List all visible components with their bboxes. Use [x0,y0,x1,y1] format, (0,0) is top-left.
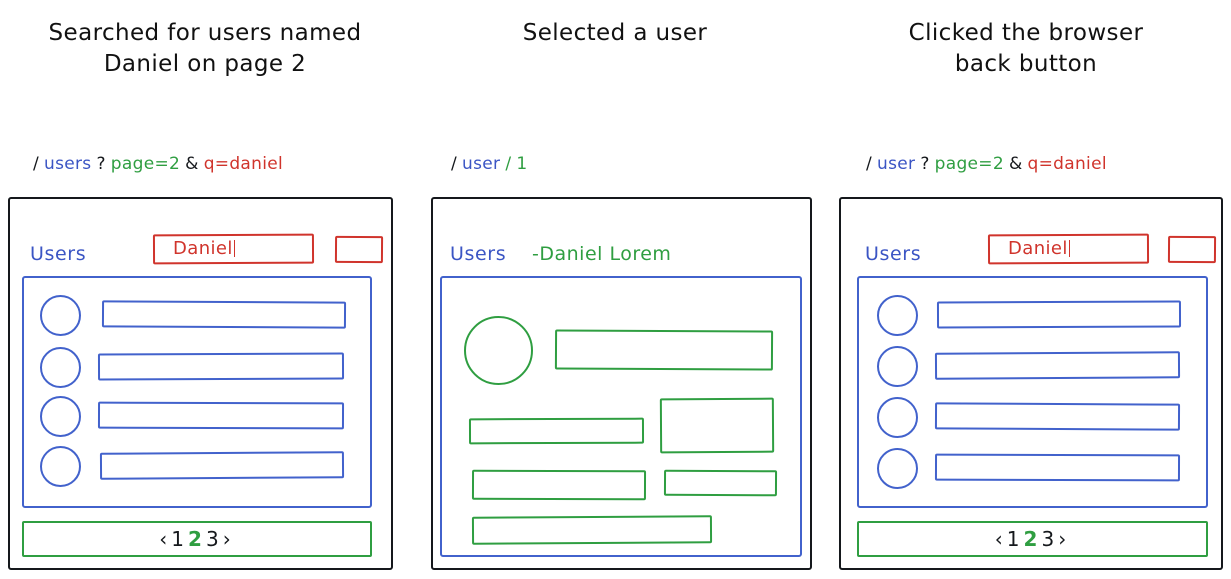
search-input-value-1: Daniel [173,238,236,259]
avatar [39,445,82,488]
panel-3-caption-line-1: Clicked the browser [908,20,1144,46]
pagination-page-2-current[interactable]: 2 [188,527,206,551]
panel-3-caption: Clicked the browser back button [821,18,1231,80]
user-detail-card [440,276,802,557]
url-path: user [877,154,916,174]
table-row[interactable] [934,453,1181,482]
url-question-mark: ? [920,154,930,174]
text-caret [1068,240,1071,257]
pagination-page-2-current[interactable]: 2 [1023,527,1042,551]
pagination-next[interactable]: › [222,527,235,551]
url-user-id: 1 [516,154,528,174]
table-row[interactable] [934,402,1181,431]
text-caret [233,240,236,257]
pagination-labels-3: ‹123› [995,527,1070,551]
panel-search-results: Searched for users named Daniel on page … [0,0,410,579]
panel-after-back-navigation: Clicked the browser back button [821,0,1231,579]
pagination-prev[interactable]: ‹ [159,527,172,551]
detail-field-row-1 [468,417,645,445]
url-slash-1: / [451,154,458,174]
table-row[interactable] [97,401,345,430]
browser-viewport-panel-1 [8,197,393,570]
pagination-panel-1[interactable]: ‹123› [22,521,372,557]
avatar [876,447,919,490]
avatar [39,346,82,389]
user-list-panel-1 [22,276,372,508]
url-bar-panel-2[interactable]: /user/1 [451,154,527,174]
detail-field-row-2 [471,469,647,501]
pagination-panel-3[interactable]: ‹123› [857,521,1208,557]
url-bar-panel-3[interactable]: /user?page=2&q=daniel [866,154,1107,174]
avatar [876,345,919,388]
url-query-search: q=daniel [203,154,284,174]
avatar [463,315,534,386]
pagination-next[interactable]: › [1058,527,1071,551]
browser-viewport-panel-3 [839,197,1223,570]
search-input-value-3: Daniel [1008,238,1071,259]
url-slash-1: / [33,154,40,174]
page-title-users-1: Users [30,243,87,265]
page-title-users-2: Users [450,243,507,265]
avatar [876,396,919,439]
url-question-mark: ? [96,154,106,174]
url-slash-1: / [866,154,873,174]
panel-1-caption: Searched for users named Daniel on page … [0,18,410,80]
url-slash-2: / [505,154,512,174]
pagination-page-1[interactable]: 1 [171,527,189,551]
url-query-page: page=2 [110,154,181,174]
avatar [39,294,82,337]
user-detail-name: -Daniel Lorem [532,243,672,265]
panel-user-detail: Selected a user [410,0,820,579]
search-submit-button-3[interactable] [1167,235,1217,264]
table-row[interactable] [97,352,345,381]
user-list-panel-3 [857,276,1208,508]
browser-viewport-panel-2 [431,197,812,570]
pagination-page-3[interactable]: 3 [205,527,223,551]
panel-1-caption-line-1: Searched for users named [48,20,362,46]
panel-2-caption-line-1: Selected a user [522,20,708,46]
table-row[interactable] [934,351,1181,380]
url-ampersand: & [185,154,199,174]
detail-field-info-right [659,397,775,454]
table-row[interactable] [936,300,1182,329]
pagination-labels-1: ‹123› [159,527,234,551]
table-row[interactable] [99,451,345,480]
url-path: user [462,154,501,174]
url-bar-panel-1[interactable]: /users?page=2&q=daniel [33,154,283,174]
pagination-prev[interactable]: ‹ [994,527,1007,551]
panel-2-caption: Selected a user [410,18,820,49]
avatar [39,395,82,438]
detail-field-name [554,329,774,371]
detail-field-row-4 [471,515,713,545]
panel-3-caption-line-2: back button [954,51,1098,77]
url-ampersand: & [1008,154,1023,174]
table-row[interactable] [101,300,347,329]
url-query-search: q=daniel [1027,154,1107,174]
search-submit-button-1[interactable] [334,235,384,264]
panel-1-caption-line-2: Daniel on page 2 [103,51,307,77]
detail-field-row-3 [663,469,778,497]
url-query-page: page=2 [934,154,1004,174]
pagination-page-3[interactable]: 3 [1041,527,1059,551]
page-title-users-3: Users [865,243,922,265]
url-path: users [44,154,92,174]
avatar [876,294,919,337]
pagination-page-1[interactable]: 1 [1006,527,1024,551]
